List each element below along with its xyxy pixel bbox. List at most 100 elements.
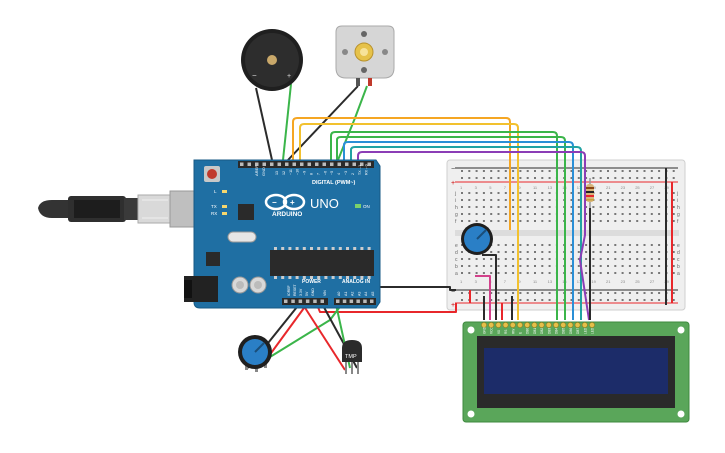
- on-label: ON: [363, 204, 370, 209]
- lcd-pin[interactable]: [581, 322, 588, 328]
- bb-hole: [599, 213, 602, 215]
- bb-hole: [526, 299, 529, 301]
- header-pin[interactable]: [247, 162, 252, 167]
- header-pin[interactable]: [360, 162, 364, 167]
- header-pin[interactable]: [336, 299, 340, 304]
- header-pin[interactable]: [315, 162, 319, 167]
- header-pin[interactable]: [300, 162, 304, 167]
- bb-hole: [628, 292, 631, 294]
- lcd-pin[interactable]: [567, 322, 574, 328]
- lcd-pin[interactable]: [538, 322, 545, 328]
- header-pin[interactable]: [345, 162, 349, 167]
- bb-hole: [475, 199, 478, 201]
- lcd-pin[interactable]: [560, 322, 567, 328]
- header-pin[interactable]: [255, 162, 259, 167]
- bb-hole: [519, 251, 522, 253]
- bb-hole: [614, 199, 617, 201]
- chip-leg: [295, 247, 299, 250]
- reset-button-cap[interactable]: [207, 169, 217, 179]
- bb-hole: [490, 192, 493, 194]
- header-pin[interactable]: [307, 162, 312, 167]
- bb-hole: [621, 244, 624, 246]
- header-pin[interactable]: [370, 299, 374, 304]
- bb-hole: [599, 170, 602, 172]
- header-pin[interactable]: [291, 299, 295, 304]
- bb-hole: [614, 192, 617, 194]
- bb-hole: [570, 251, 573, 253]
- wire-purple: [357, 151, 586, 230]
- header-pin[interactable]: [284, 299, 288, 304]
- lcd-pin[interactable]: [495, 322, 502, 328]
- header-pin[interactable]: [240, 162, 244, 167]
- bb-hole: [504, 251, 507, 253]
- header-pin[interactable]: [262, 162, 267, 167]
- bb-row-letter: i: [455, 198, 456, 204]
- bb-hole: [548, 272, 551, 274]
- bb-hole: [636, 213, 639, 215]
- bb-hole: [490, 170, 493, 172]
- chip-legs: [274, 247, 371, 279]
- bb-hole: [519, 265, 522, 267]
- bb-hole: [461, 213, 463, 215]
- lcd-pin[interactable]: [524, 322, 531, 328]
- bb-hole: [570, 177, 573, 179]
- voltage-regulator: [206, 252, 220, 266]
- header-pin[interactable]: [337, 162, 342, 167]
- potentiometer-breadboard[interactable]: [461, 223, 493, 255]
- header-pin[interactable]: [285, 162, 289, 167]
- header-pin[interactable]: [363, 299, 367, 304]
- lcd-pin[interactable]: [545, 322, 552, 328]
- header-pin[interactable]: [352, 162, 357, 167]
- lcd-pin[interactable]: [509, 322, 516, 328]
- bb-hole: [461, 251, 463, 253]
- crystal: [227, 231, 257, 243]
- svg-text:+: +: [290, 198, 295, 207]
- header-pin[interactable]: [320, 299, 325, 304]
- header-pin[interactable]: [292, 162, 297, 167]
- header-pin[interactable]: [305, 299, 310, 304]
- bb-hole: [621, 170, 624, 172]
- bb-hole: [628, 213, 631, 215]
- header-pin[interactable]: [349, 299, 354, 304]
- header-pin[interactable]: [270, 162, 274, 167]
- header-pin[interactable]: [330, 162, 334, 167]
- bb-hole: [607, 206, 609, 208]
- lcd-pin[interactable]: [553, 322, 559, 328]
- lcd-pin[interactable]: [502, 322, 509, 328]
- header-pin[interactable]: [356, 299, 360, 304]
- bb-hole: [585, 213, 588, 215]
- chip-leg: [281, 247, 285, 250]
- bb-hole: [607, 244, 609, 246]
- lcd-pin[interactable]: [517, 322, 523, 328]
- bb-hole: [570, 265, 573, 267]
- header-pin[interactable]: [342, 299, 347, 304]
- bb-hole: [475, 272, 478, 274]
- bb-hole: [643, 170, 646, 172]
- wire-tmp-red: [299, 299, 346, 371]
- bb-hole: [599, 192, 602, 194]
- bb-hole: [614, 272, 617, 274]
- lcd-pin[interactable]: [589, 322, 595, 328]
- lcd-pin[interactable]: [531, 322, 538, 328]
- header-pin[interactable]: [313, 299, 317, 304]
- header-pin[interactable]: [298, 299, 303, 304]
- bb-hole: [585, 170, 588, 172]
- lcd-pin[interactable]: [481, 322, 487, 328]
- lcd-pin-label: GND: [483, 326, 487, 334]
- lcd-pin[interactable]: [488, 322, 495, 328]
- bb-hole: [614, 220, 617, 222]
- header-pin[interactable]: [322, 162, 327, 167]
- bb-hole: [636, 299, 639, 301]
- chip-leg: [331, 276, 335, 279]
- bb-hole: [541, 272, 544, 274]
- potentiometer-left[interactable]: [238, 335, 272, 372]
- piezo-buzzer: − +: [241, 29, 303, 91]
- bb-hole: [490, 251, 493, 253]
- bb-hole: [599, 299, 602, 301]
- bb-hole: [497, 244, 500, 246]
- header-pin[interactable]: [367, 162, 372, 167]
- lcd-pin[interactable]: [574, 322, 581, 328]
- bb-hole: [541, 299, 544, 301]
- header-pin[interactable]: [277, 162, 282, 167]
